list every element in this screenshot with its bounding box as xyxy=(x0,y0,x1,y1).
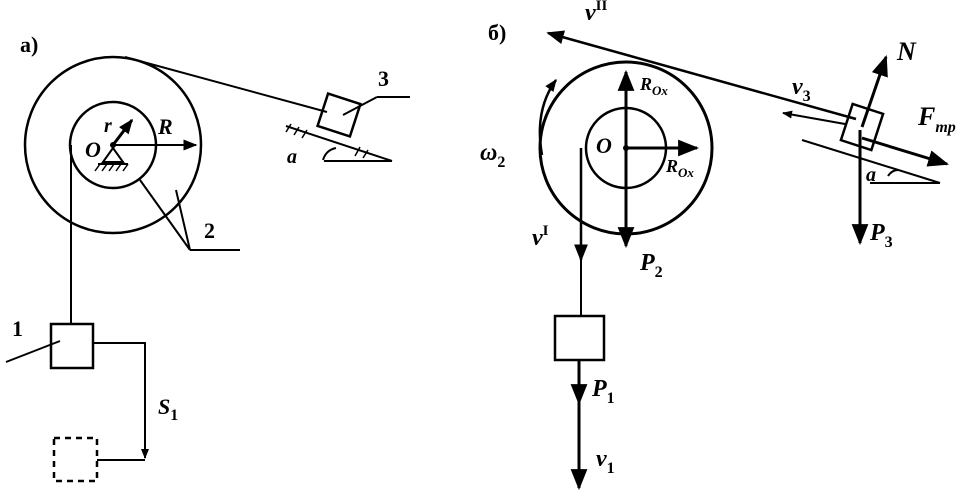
panel-a: а) r O R xyxy=(5,32,410,483)
friction-label: Fтр xyxy=(917,102,956,136)
v1-roman-label: vI xyxy=(532,223,549,251)
rope-to-block3 xyxy=(124,56,328,113)
incline-surface-b xyxy=(801,139,941,184)
block-1-label: 1 xyxy=(12,316,23,341)
rope-top xyxy=(546,30,857,121)
friction-arrow xyxy=(861,136,950,167)
v3-arrow xyxy=(782,110,846,125)
body-2-label: 2 xyxy=(204,218,215,243)
incline-angle-label-b: a xyxy=(866,164,876,186)
omega-arrow xyxy=(538,78,558,156)
block-1-final-position xyxy=(52,436,99,483)
incline-surface xyxy=(285,125,393,162)
omega-label: ω2 xyxy=(480,140,505,171)
p3-label: P3 xyxy=(869,220,893,251)
normal-label: N xyxy=(896,37,917,66)
center-label-b: O xyxy=(596,133,612,158)
incline-angle-arc-b xyxy=(887,169,899,177)
panel-b: б) O vII ω2 ROx ROx P2 xyxy=(480,0,956,491)
incline-hatch xyxy=(285,123,369,159)
outer-wheel xyxy=(23,55,203,235)
incline-angle-label: a xyxy=(287,146,297,168)
v1-label: v1 xyxy=(596,446,615,477)
support xyxy=(94,146,129,172)
v3-label: v3 xyxy=(792,74,811,105)
panel-b-label: б) xyxy=(488,20,506,45)
inner-radius-line xyxy=(111,118,134,146)
incline-angle-arc xyxy=(322,147,337,161)
outer-radius-label: R xyxy=(157,114,173,139)
p1-label: P1 xyxy=(591,376,615,407)
block-1-leader xyxy=(5,340,61,363)
block-1 xyxy=(49,322,95,370)
inner-radius-label: r xyxy=(104,115,112,137)
rox-right-label: ROx xyxy=(665,156,694,180)
block-3-label: 3 xyxy=(378,66,389,91)
block-3 xyxy=(316,92,362,138)
displacement-bracket xyxy=(93,342,149,459)
p2-label: P2 xyxy=(639,250,663,281)
body-2-leader-a xyxy=(139,179,191,251)
center-label: O xyxy=(85,137,101,162)
block-3-leader xyxy=(342,96,378,116)
rox-top-label: ROx xyxy=(639,74,668,98)
body-2-leader-b xyxy=(175,189,191,251)
normal-arrow xyxy=(860,55,888,128)
v2-label: vII xyxy=(585,0,607,26)
panel-a-label: а) xyxy=(20,32,38,57)
displacement-label: S1 xyxy=(158,394,178,424)
block-1-b xyxy=(553,314,606,362)
